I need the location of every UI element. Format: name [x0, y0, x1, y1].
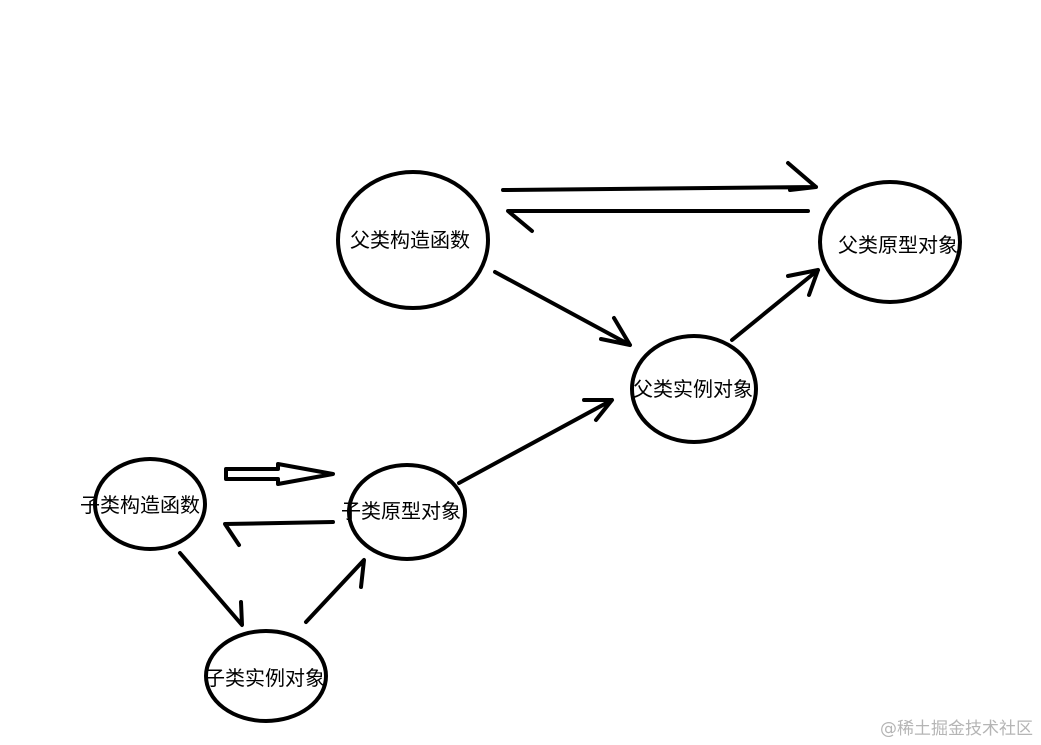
node-label-child-constructor: 子类构造函数 — [80, 493, 200, 517]
edge-child-prototype-to-child-constructor — [223, 520, 335, 547]
node-label-parent-constructor: 父类构造函数 — [350, 228, 470, 252]
node-parent-prototype: 父类原型对象 — [818, 180, 962, 304]
watermark-text: @稀土掘金技术社区 — [880, 719, 1033, 739]
edge-parent-constructor-to-parent-instance — [493, 270, 632, 347]
node-label-child-instance: 子类实例对象 — [205, 666, 325, 690]
edge-parent-constructor-to-parent-prototype — [501, 161, 818, 192]
edge-child-constructor-to-child-instance — [178, 551, 244, 627]
edges — [178, 161, 820, 627]
node-label-parent-instance: 父类实例对象 — [633, 377, 753, 401]
node-shape — [630, 334, 758, 444]
node-parent-instance: 父类实例对象 — [630, 334, 758, 444]
node-shape — [93, 457, 207, 551]
node-label-parent-prototype: 父类原型对象 — [838, 233, 958, 257]
node-shape — [336, 170, 490, 310]
node-child-prototype: 子类原型对象 — [341, 463, 467, 561]
node-child-constructor: 子类构造函数 — [80, 457, 207, 551]
edge-child-instance-to-child-prototype — [304, 558, 366, 624]
node-shape — [204, 629, 328, 723]
edge-parent-prototype-to-parent-constructor — [506, 209, 810, 233]
node-child-instance: 子类实例对象 — [204, 629, 328, 723]
edge-child-constructor-to-child-prototype — [224, 462, 335, 486]
edge-child-prototype-to-parent-instance — [457, 398, 614, 485]
node-parent-constructor: 父类构造函数 — [336, 170, 490, 310]
edge-parent-instance-to-parent-prototype — [730, 268, 820, 342]
node-shape — [818, 180, 962, 304]
node-shape — [347, 463, 467, 561]
node-label-child-prototype: 子类原型对象 — [341, 499, 461, 523]
